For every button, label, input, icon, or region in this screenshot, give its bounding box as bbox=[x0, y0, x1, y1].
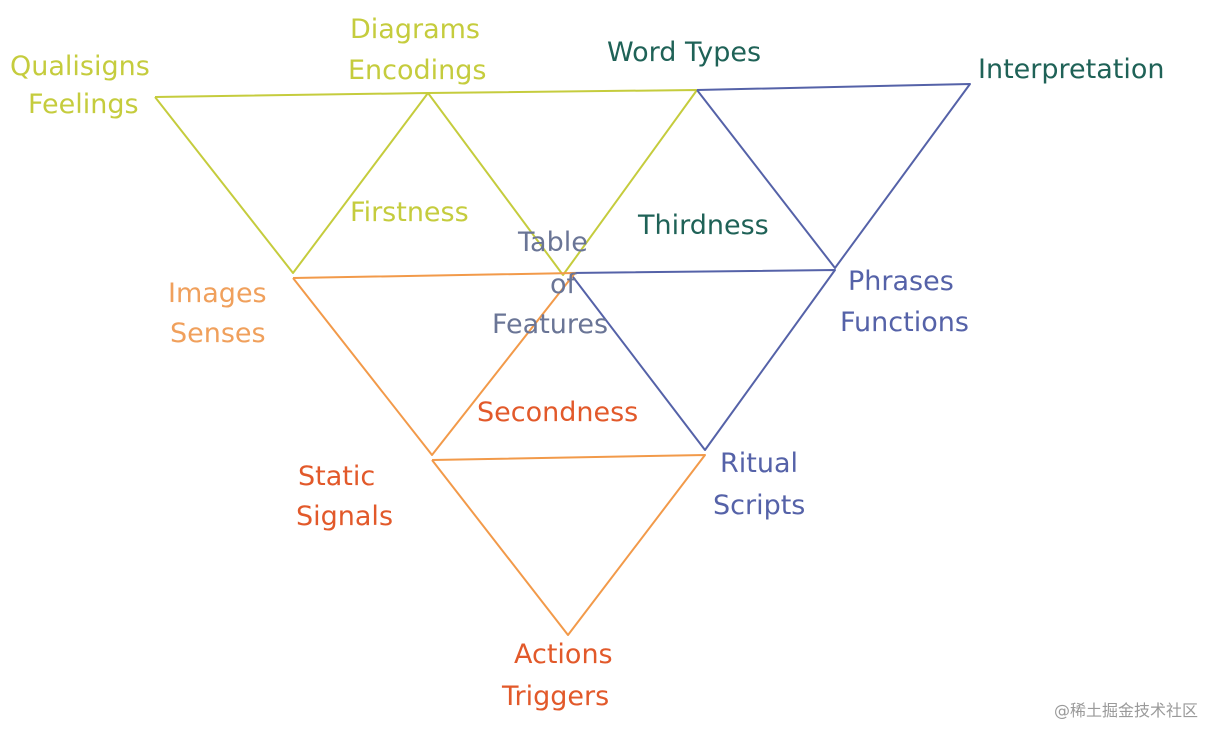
firstness-left-triangle bbox=[154, 92, 429, 274]
label-feelings: Feelings bbox=[28, 89, 139, 120]
label-ritual: Ritual bbox=[720, 448, 798, 479]
label-functions: Functions bbox=[840, 307, 969, 338]
thirdness-triangles bbox=[569, 83, 971, 451]
label-phrases: Phrases bbox=[848, 266, 954, 297]
firstness-triangles bbox=[154, 89, 698, 276]
label-features: Features bbox=[492, 309, 608, 340]
thirdness-right-triangle bbox=[696, 83, 971, 269]
firstness-middle-triangle bbox=[427, 89, 698, 276]
label-interpretation: Interpretation bbox=[978, 54, 1164, 85]
watermark: @稀土掘金技术社区 bbox=[1054, 701, 1198, 720]
label-encodings: Encodings bbox=[348, 55, 487, 86]
thirdness-lower-triangle bbox=[569, 269, 836, 451]
label-word-types: Word Types bbox=[607, 37, 761, 68]
label-firstness: Firstness bbox=[350, 197, 469, 228]
label-scripts: Scripts bbox=[713, 490, 805, 521]
label-table: Table bbox=[517, 227, 588, 258]
secondness-bottom-triangle bbox=[431, 454, 706, 636]
label-signals: Signals bbox=[296, 501, 393, 532]
label-static: Static bbox=[298, 461, 375, 492]
label-secondness: Secondness bbox=[477, 397, 638, 428]
label-images: Images bbox=[168, 278, 267, 309]
secondness-triangles bbox=[292, 272, 706, 636]
label-thirdness: Thirdness bbox=[637, 210, 769, 241]
label-triggers: Triggers bbox=[501, 681, 609, 712]
secondness-upper-triangle bbox=[292, 272, 576, 456]
label-diagrams: Diagrams bbox=[350, 14, 480, 45]
label-of: of bbox=[550, 269, 578, 300]
label-senses: Senses bbox=[170, 318, 266, 349]
label-qualisigns: Qualisigns bbox=[10, 51, 150, 82]
label-actions: Actions bbox=[514, 639, 613, 670]
